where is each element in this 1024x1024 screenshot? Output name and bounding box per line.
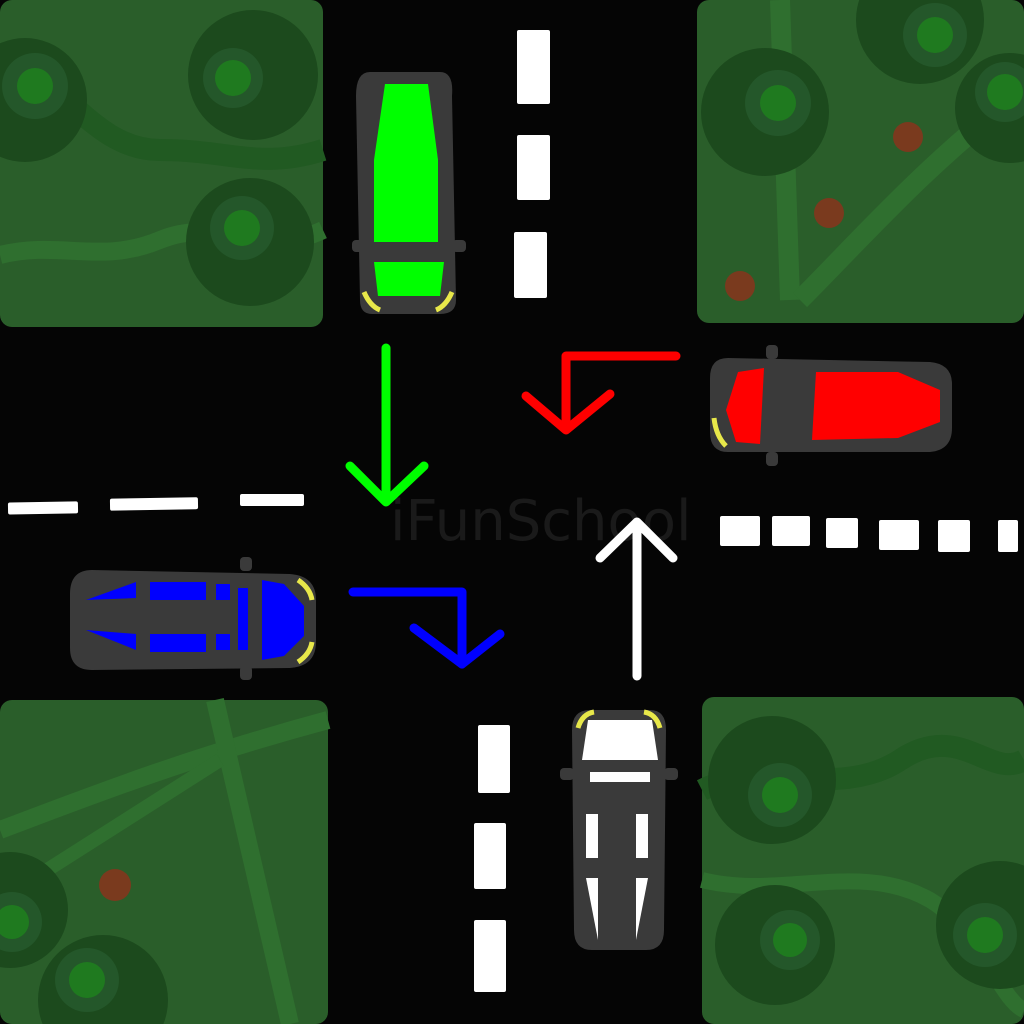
- green-path-arrow: [345, 343, 429, 507]
- grass-block-top-left: [0, 0, 327, 327]
- grass-block-bottom-right: [696, 697, 1024, 1024]
- red-car[interactable]: [710, 345, 952, 466]
- berry-icon: [893, 122, 923, 152]
- white-car[interactable]: [560, 709, 678, 950]
- grass-block-top-right: [697, 0, 1024, 323]
- watermark-text: iFunSchool: [390, 489, 692, 554]
- grass-block-bottom-left: [0, 697, 331, 1024]
- lane-markings-top: [514, 30, 550, 298]
- blue-path-arrow: [348, 587, 505, 669]
- berry-icon: [99, 869, 131, 901]
- green-car[interactable]: [352, 72, 466, 314]
- red-path-arrow: [521, 351, 681, 435]
- lane-markings-right: [720, 516, 1018, 552]
- lane-markings-bottom: [474, 725, 510, 992]
- berry-icon: [725, 271, 755, 301]
- berry-icon: [814, 198, 844, 228]
- blue-car[interactable]: [70, 557, 316, 680]
- lane-markings-left: [7, 494, 304, 515]
- white-path-arrow: [595, 517, 678, 681]
